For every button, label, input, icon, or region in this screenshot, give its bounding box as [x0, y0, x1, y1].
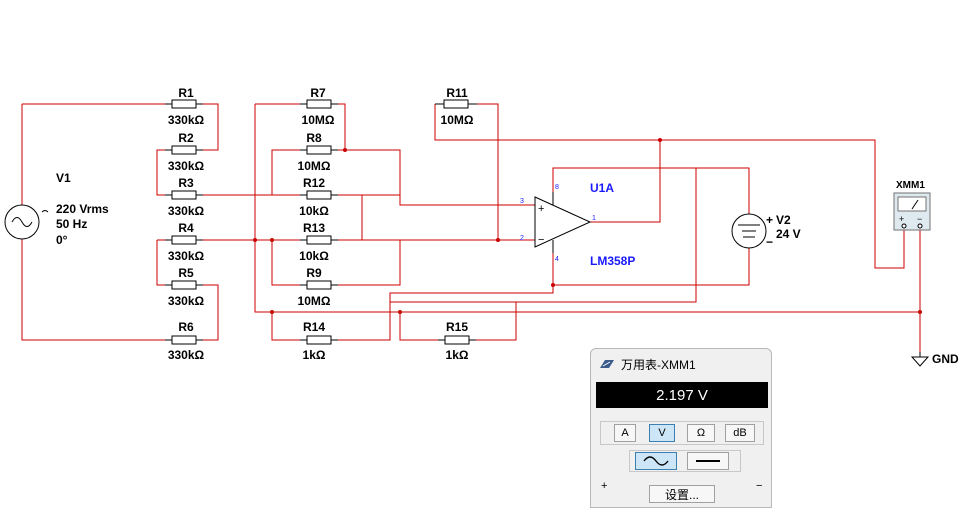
- ground-icon: [910, 356, 930, 367]
- ac-source-V1[interactable]: V1 220 Vrms 50 Hz 0°: [4, 171, 109, 247]
- resistor-value: 10MΩ: [298, 294, 331, 308]
- resistor-value: 330kΩ: [168, 294, 205, 308]
- terminal-plus: +: [601, 480, 608, 492]
- resistor-value: 330kΩ: [168, 204, 205, 218]
- resistor-name: R13: [303, 221, 325, 235]
- resistor-name: R1: [178, 86, 194, 100]
- resistor-R1[interactable]: R1 330kΩ: [165, 86, 205, 127]
- settings-button[interactable]: 设置...: [649, 485, 715, 503]
- resistor-value: 1kΩ: [446, 348, 469, 362]
- resistor-value: 330kΩ: [168, 113, 205, 127]
- dc-mode-button[interactable]: [687, 452, 729, 470]
- resistor-R11[interactable]: R11 10MΩ: [435, 86, 477, 127]
- pin-label: 4: [555, 256, 559, 263]
- resistor-R4[interactable]: R4 330kΩ: [165, 221, 205, 263]
- wires: [21, 103, 921, 360]
- pin-label: 2: [520, 235, 524, 242]
- source-rms: 220 Vrms: [56, 202, 109, 216]
- dc-source-V2[interactable]: + V2 24 V −: [731, 213, 801, 249]
- resistor-R2[interactable]: R2 330kΩ: [165, 131, 205, 173]
- resistor-R13[interactable]: R13 10kΩ: [299, 221, 338, 263]
- pin-label: 8: [555, 184, 559, 191]
- meter-dial-icon: [897, 196, 927, 212]
- resistor-R15[interactable]: R15 1kΩ: [438, 320, 476, 362]
- window-titlebar[interactable]: 万用表-XMM1: [591, 349, 771, 379]
- supply-name: V2: [776, 213, 791, 227]
- window-title: 万用表-XMM1: [621, 357, 696, 372]
- resistor-name: R5: [178, 266, 194, 280]
- supply-plus: +: [766, 213, 773, 227]
- resistor-value: 10kΩ: [299, 204, 329, 218]
- opamp-part: LM358P: [590, 254, 635, 268]
- terminal-minus: −: [756, 480, 763, 492]
- ground-symbol[interactable]: GND: [910, 352, 959, 367]
- pin-label: 3: [520, 198, 524, 205]
- resistor-value: 1kΩ: [303, 348, 326, 362]
- resistor-name: R6: [178, 320, 194, 334]
- resistor-R5[interactable]: R5 330kΩ: [165, 266, 205, 308]
- source-frequency: 50 Hz: [56, 217, 87, 231]
- resistor-name: R3: [178, 176, 194, 190]
- source-phase: 0°: [56, 233, 68, 247]
- resistor-R12[interactable]: R12 10kΩ: [299, 176, 338, 218]
- resistor-R8[interactable]: R8 10MΩ: [298, 131, 338, 173]
- resistor-name: R11: [446, 86, 468, 100]
- resistor-name: R8: [306, 131, 322, 145]
- reading-display: 2.197 V: [596, 382, 768, 408]
- dc-line-icon: [696, 460, 720, 462]
- reading-value: 2.197 V: [656, 386, 708, 404]
- sine-icon: [11, 217, 33, 227]
- plus-input-icon: +: [538, 203, 544, 215]
- source-name: V1: [56, 171, 71, 185]
- resistor-value: 10MΩ: [298, 159, 331, 173]
- mode-ammeter-button[interactable]: A: [614, 424, 636, 442]
- supply-value: 24 V: [776, 227, 801, 241]
- pin-label: 1: [592, 215, 596, 222]
- multimeter-icon: [600, 360, 614, 368]
- mode-decibel-button[interactable]: dB: [725, 424, 755, 442]
- resistor-value: 330kΩ: [168, 159, 205, 173]
- supply-minus: −: [766, 235, 773, 249]
- signal-type-selector: [629, 450, 741, 472]
- ac-mode-button[interactable]: [635, 452, 677, 470]
- mode-voltmeter-button[interactable]: V: [649, 424, 675, 442]
- mode-selector: A V Ω dB: [600, 421, 764, 445]
- resistor-value: 330kΩ: [168, 249, 205, 263]
- resistor-value: 330kΩ: [168, 348, 205, 362]
- resistor-R6[interactable]: R6 330kΩ: [165, 320, 205, 362]
- resistor-R3[interactable]: R3 330kΩ: [165, 176, 205, 218]
- resistor-name: R7: [310, 86, 326, 100]
- resistor-value: 10kΩ: [299, 249, 329, 263]
- resistor-value: 10MΩ: [441, 113, 474, 127]
- multimeter-symbol-XMM1[interactable]: XMM1 + −: [893, 180, 931, 231]
- mode-ohmmeter-button[interactable]: Ω: [687, 424, 715, 442]
- minus-input-icon: −: [538, 234, 544, 246]
- resistor-name: R4: [178, 221, 194, 235]
- opamp-ref: U1A: [590, 181, 614, 195]
- opamp-U1A[interactable]: + − 3 2 8 4 1 U1A LM358P: [520, 181, 635, 268]
- xmm-plus: +: [899, 214, 904, 224]
- junctions: [253, 138, 922, 314]
- resistor-name: R15: [446, 320, 468, 334]
- resistor-R9[interactable]: R9 10MΩ: [298, 266, 338, 308]
- resistor-name: R14: [303, 320, 325, 334]
- gnd-label: GND: [932, 352, 959, 366]
- resistor-name: R12: [303, 176, 325, 190]
- resistor-R7[interactable]: R7 10MΩ: [300, 86, 338, 127]
- resistor-R14[interactable]: R14 1kΩ: [300, 320, 338, 362]
- xmm-minus: −: [917, 214, 922, 224]
- resistor-value: 10MΩ: [302, 113, 335, 127]
- resistor-name: R9: [306, 266, 322, 280]
- xmm-label: XMM1: [896, 180, 925, 191]
- multimeter-window[interactable]: 万用表-XMM1 2.197 V A V Ω dB + − 设置...: [590, 348, 772, 508]
- resistor-name: R2: [178, 131, 194, 145]
- sine-wave-icon: [643, 456, 669, 466]
